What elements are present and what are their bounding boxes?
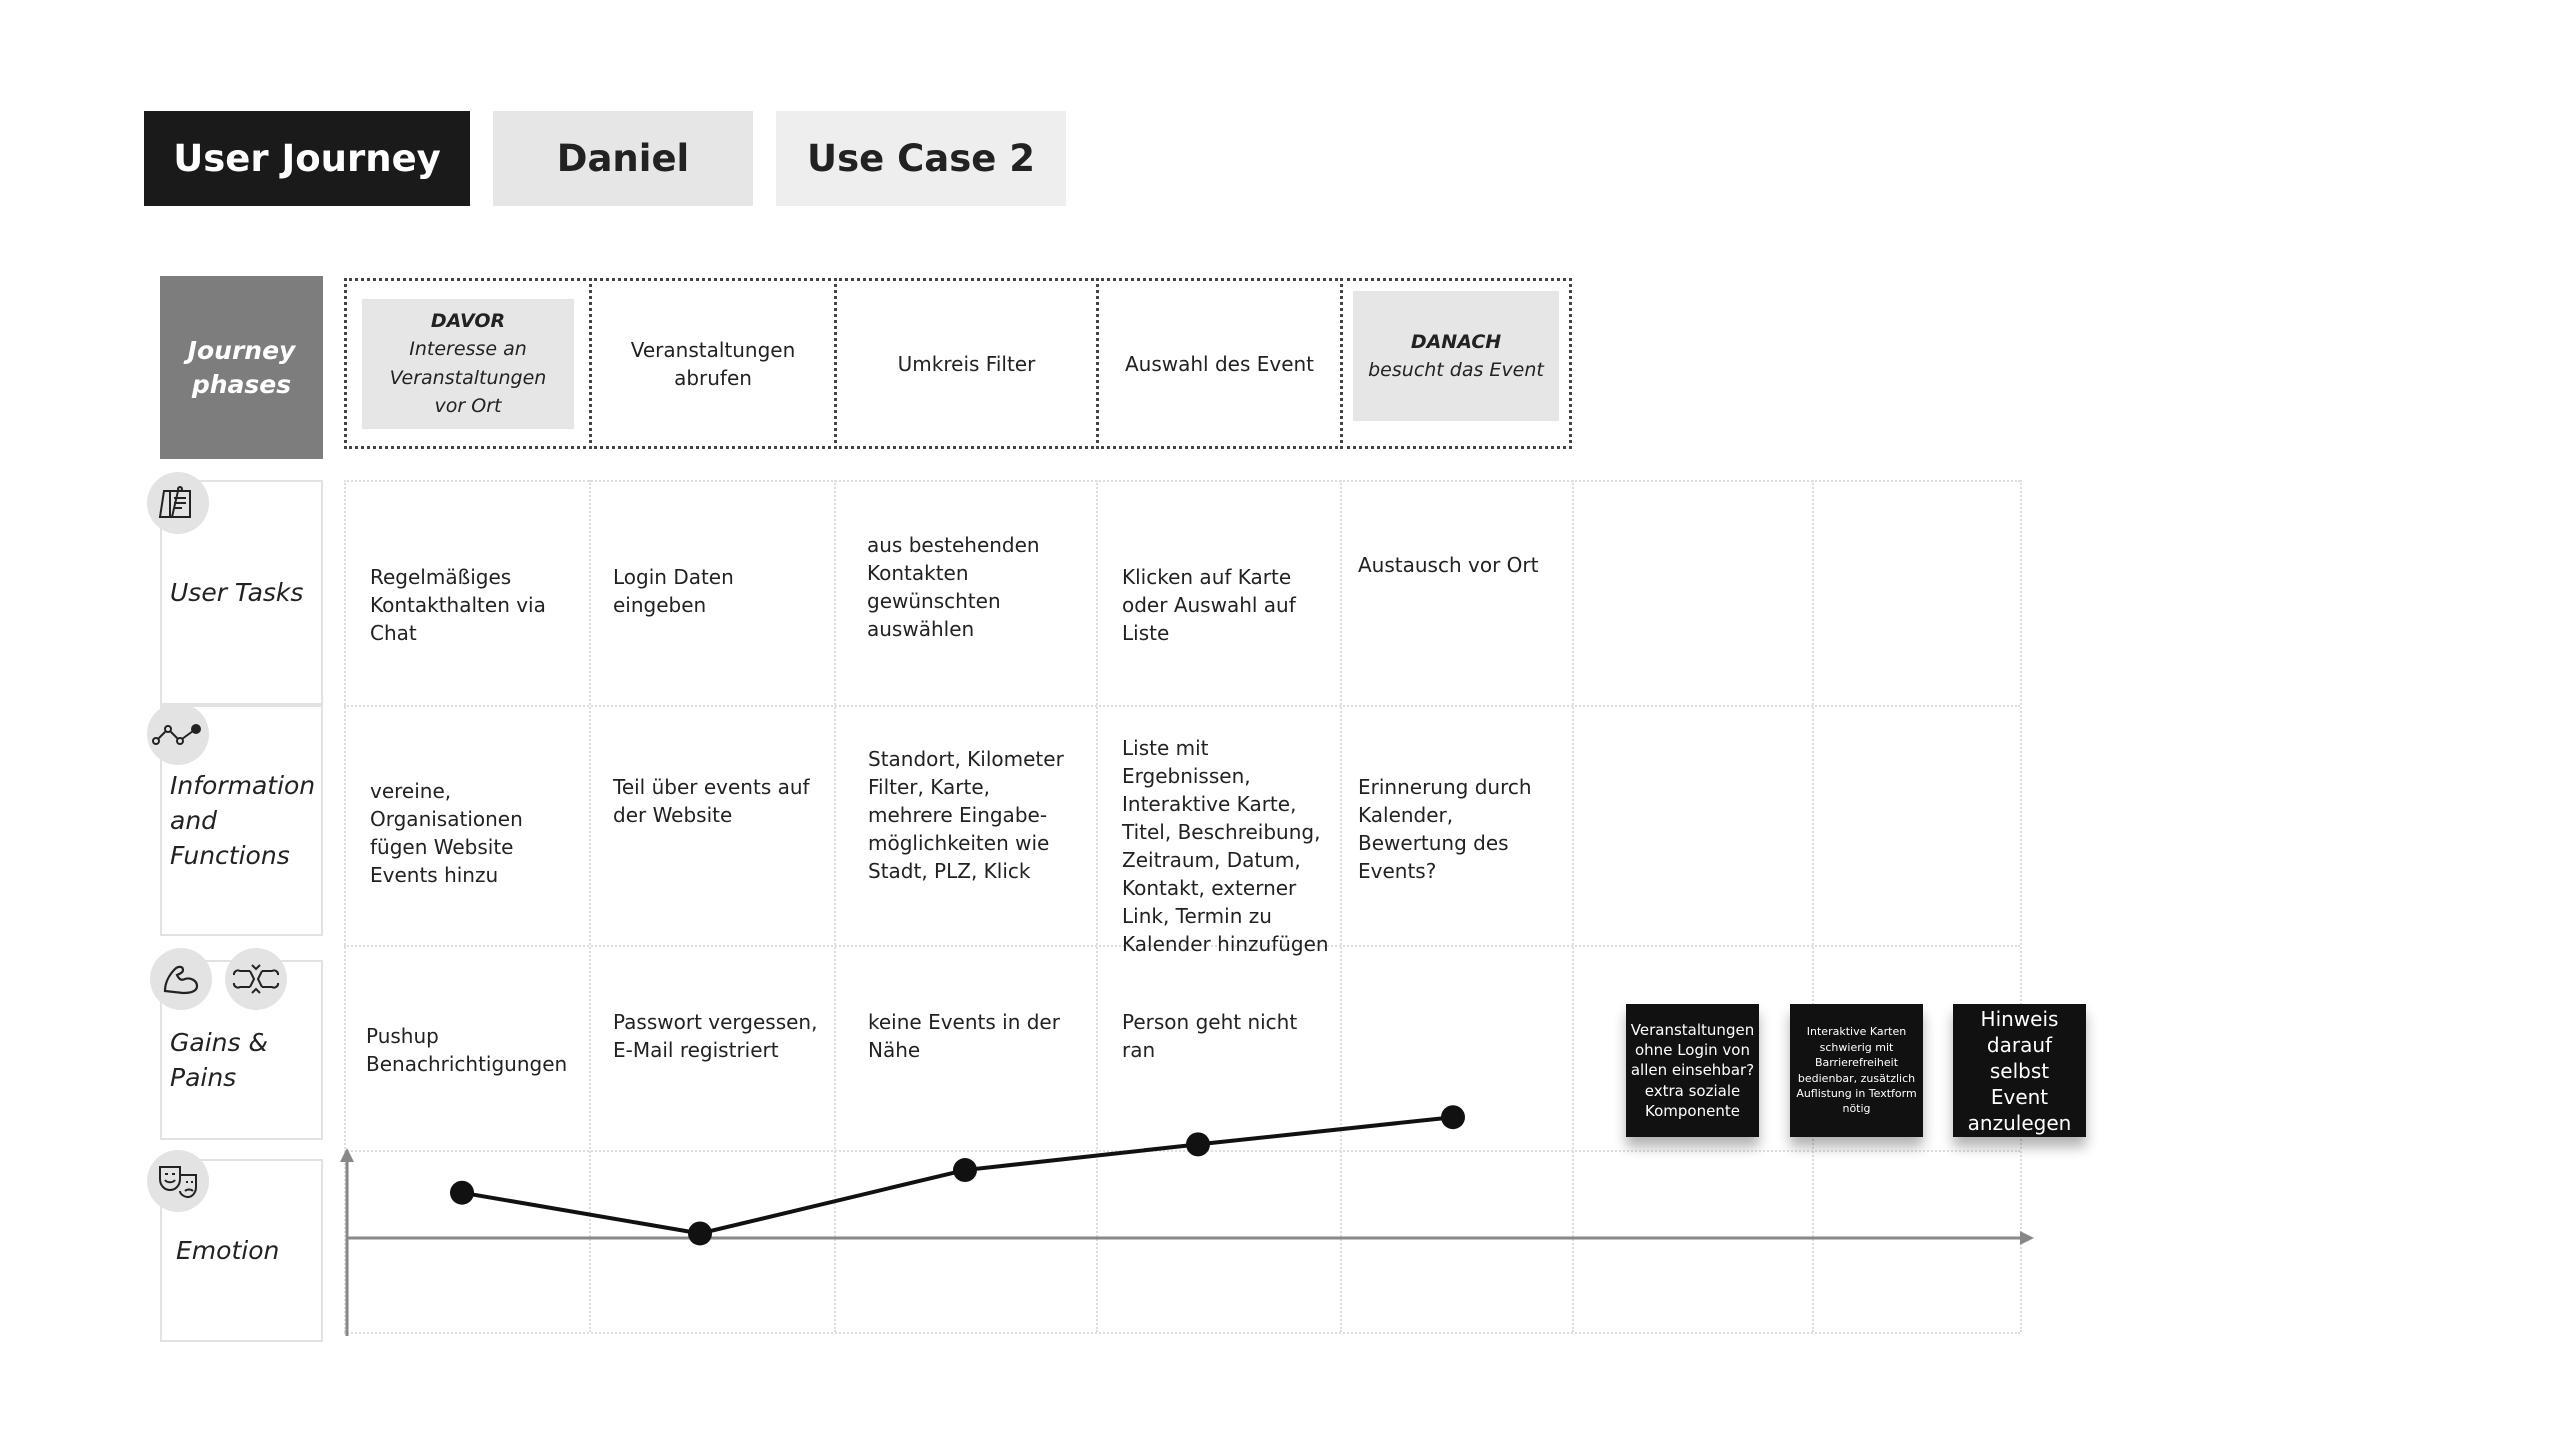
sticky-note: Hinweis darauf selbst Event anzulegen	[1953, 1004, 2086, 1137]
x-axis-arrow	[2020, 1231, 2034, 1245]
tab-user-journey[interactable]: User Journey	[144, 111, 470, 206]
gains-pains-cell: Person geht nicht ran	[1122, 1010, 1298, 1062]
row-label-emotion: Emotion	[160, 1159, 323, 1342]
row-label-text: User Tasks	[170, 578, 304, 607]
sticky-note: Interaktive Karten schwierig mit Barrier…	[1790, 1004, 1923, 1137]
emotion-point	[1441, 1105, 1465, 1130]
row-label-gains-pains: Gains & Pains	[160, 960, 323, 1140]
broken-bone-icon	[225, 948, 287, 1010]
graph-nodes-icon	[147, 703, 209, 765]
row-label-information: Information and Functions	[160, 705, 323, 936]
user-task-cell: Login Daten eingeben	[613, 565, 734, 617]
gains-pains-cell: keine Events in der Nähe	[868, 1010, 1060, 1062]
info-cell: Liste mit Ergebnissen, Interaktive Karte…	[1122, 736, 1329, 956]
emotion-point	[953, 1158, 977, 1183]
y-axis-arrow	[340, 1148, 354, 1162]
tab-use-case-2[interactable]: Use Case 2	[776, 111, 1066, 206]
emotion-point	[1186, 1132, 1210, 1157]
journey-phases-label: Journey phases	[160, 276, 323, 459]
row-label-text: Information and Functions	[170, 771, 316, 870]
user-task-cell: aus bestehenden Kontakten gewünschten au…	[867, 533, 1040, 641]
info-cell: Standort, Kilometer Filter, Karte, mehre…	[868, 747, 1064, 883]
info-cell: Erinnerung durch Kalender, Bewertung des…	[1358, 775, 1532, 883]
user-task-cell: Klicken auf Karte oder Auswahl auf Liste	[1122, 565, 1296, 645]
theater-masks-icon	[147, 1150, 209, 1212]
user-task-cell: Austausch vor Ort	[1358, 553, 1539, 577]
phase-davor: DAVOR Interesse an Veranstaltungen vor O…	[344, 278, 592, 449]
phase-auswahl-event: Auswahl des Event	[1096, 278, 1343, 449]
row-label-text: Gains & Pains	[170, 1028, 268, 1092]
row-label-text: Emotion	[176, 1236, 280, 1265]
phase-veranstaltungen-abrufen: Veranstaltungen abrufen	[589, 278, 837, 449]
phase-subtitle: besucht das Event	[1368, 359, 1544, 381]
phase-subtitle: Interesse an Veranstaltungen vor Ort	[389, 338, 547, 417]
phase-title: DAVOR	[430, 309, 506, 332]
phase-title: DANACH	[1410, 330, 1502, 353]
sticky-note: Veranstaltungen ohne Login von allen ein…	[1626, 1004, 1759, 1137]
info-cell: vereine, Organisationen fügen Website Ev…	[370, 779, 523, 887]
gains-pains-cell: Passwort vergessen, E-Mail registriert	[613, 1010, 818, 1062]
row-label-user-tasks: User Tasks	[160, 480, 323, 705]
tab-daniel[interactable]: Daniel	[493, 111, 753, 206]
gains-pains-cell: Pushup Benachrichtigungen	[366, 1024, 568, 1076]
emotion-point	[688, 1221, 712, 1246]
user-task-cell: Regelmäßiges Kontakthalten via Chat	[370, 565, 546, 645]
emotion-point	[450, 1180, 474, 1205]
info-cell: Teil über events auf der Website	[613, 775, 810, 827]
muscle-icon	[150, 948, 212, 1010]
clipboard-icon	[147, 472, 209, 534]
phase-danach: DANACH besucht das Event	[1340, 278, 1572, 449]
